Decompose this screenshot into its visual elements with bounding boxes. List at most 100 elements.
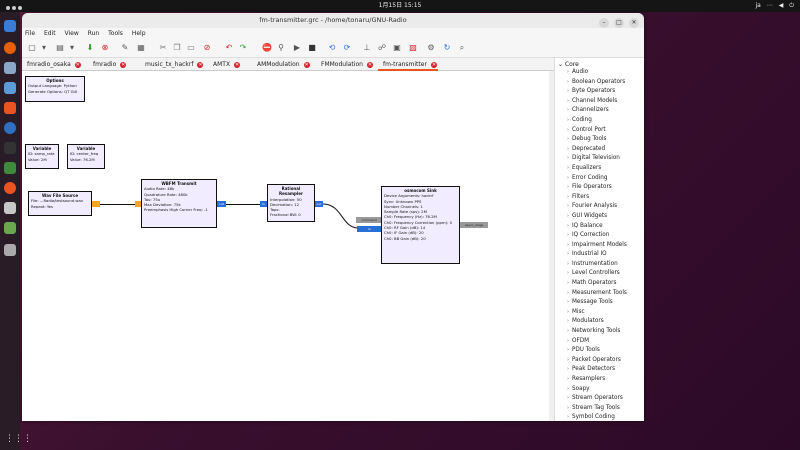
menu-edit[interactable]: Edit (43, 30, 56, 37)
tree-category-item[interactable]: ›Equalizers (555, 164, 644, 174)
connection-wire[interactable] (226, 204, 266, 205)
tree-category-item[interactable]: ›Packet Operators (555, 356, 644, 366)
clock[interactable]: 1月15日 15:15 (378, 2, 422, 9)
volume-icon[interactable]: ◀ (778, 2, 784, 9)
files-icon[interactable] (4, 62, 16, 74)
activities-button[interactable] (6, 3, 24, 15)
tree-category-item[interactable]: ›File Operators (555, 183, 644, 193)
tree-category-item[interactable]: ›Math Operators (555, 279, 644, 289)
tree-category-item[interactable]: ›IQ Balance (555, 222, 644, 232)
tree-category-item[interactable]: ›OFDM (555, 337, 644, 347)
lang-indicator[interactable]: ja (755, 2, 761, 9)
enable-icon[interactable]: ▣ (393, 43, 401, 52)
tree-category-item[interactable]: ›Level Controllers (555, 269, 644, 279)
tree-icon[interactable]: ⊥ (363, 43, 371, 52)
menu-file[interactable]: File (25, 30, 36, 37)
osmocom-sink-block[interactable]: osmocom Sink Device Arguments: hackrf Sy… (381, 186, 460, 264)
tree-category-item[interactable]: ›Instrumentation (555, 260, 644, 270)
errors-icon[interactable]: ⛔ (262, 43, 272, 52)
app-center-icon[interactable] (4, 102, 16, 114)
tab-close-icon[interactable]: ✕ (234, 61, 241, 68)
menu-run[interactable]: Run (87, 30, 100, 37)
resampler-out-port[interactable]: out (315, 201, 323, 207)
tab-close-icon[interactable]: ✕ (366, 61, 373, 68)
new-dropdown-icon[interactable]: ▾ (41, 43, 46, 52)
firefox-icon[interactable] (4, 42, 16, 54)
tab-close-icon[interactable]: ✕ (120, 61, 127, 68)
reload-icon[interactable]: ↻ (443, 43, 451, 52)
tab-ammodulation[interactable]: AMModulation✕ (252, 58, 316, 71)
paste-icon[interactable]: ▭ (187, 43, 195, 52)
canvas-scrollbar[interactable] (549, 71, 554, 421)
new-icon[interactable]: ▢ (28, 43, 36, 52)
tree-category-item[interactable]: ›Industrial IO (555, 250, 644, 260)
rotate-cw-icon[interactable]: ⟳ (343, 43, 351, 52)
wbfm-in-port[interactable] (135, 201, 141, 207)
options-block[interactable]: Options Output Language: Python Generate… (25, 76, 85, 102)
open-icon[interactable]: ▤ (56, 43, 64, 52)
connection-wire[interactable] (100, 204, 136, 205)
variable-center-freq-block[interactable]: Variable ID: center_freq Value: 76.2M (67, 144, 105, 169)
tab-music-tx-hackrf[interactable]: music_tx_hackrf✕ (140, 58, 208, 71)
tree-category-item[interactable]: ›Soapy (555, 385, 644, 395)
tree-category-item[interactable]: ›Symbol Coding (555, 413, 644, 421)
terminal-icon[interactable] (4, 142, 16, 154)
chrome-icon[interactable] (4, 20, 16, 32)
tab-fm-transmitter[interactable]: fm-transmitter✕ (378, 58, 438, 71)
menu-tools[interactable]: Tools (108, 30, 123, 37)
tree-category-item[interactable]: ›Impairment Models (555, 241, 644, 251)
tree-category-item[interactable]: ›Message Tools (555, 298, 644, 308)
tab-fmradio[interactable]: fmradio✕ (88, 58, 140, 71)
rotate-ccw-icon[interactable]: ⟲ (328, 43, 336, 52)
close-flowgraph-icon[interactable]: ⊗ (101, 43, 109, 52)
tree-category-item[interactable]: ›Modulators (555, 317, 644, 327)
tree-category-item[interactable]: ›Audio (555, 68, 644, 78)
tree-category-item[interactable]: ›Error Coding (555, 174, 644, 184)
wav-out-port[interactable] (92, 201, 100, 207)
gnuradio-icon[interactable] (4, 182, 16, 194)
tree-category-item[interactable]: ›PDU Tools (555, 346, 644, 356)
tree-category-item[interactable]: ›Deprecated (555, 145, 644, 155)
tree-category-item[interactable]: ›IQ Correction (555, 231, 644, 241)
wbfm-transmit-block[interactable]: WBFM Transmit Audio Rate: 48k Quadrature… (141, 179, 217, 228)
tree-category-item[interactable]: ›Stream Tag Tools (555, 404, 644, 414)
execute-icon[interactable]: ▶ (293, 43, 301, 52)
thunderbird-icon[interactable] (4, 82, 16, 94)
tree-category-item[interactable]: ›Control Port (555, 126, 644, 136)
undo-icon[interactable]: ↶ (225, 43, 233, 52)
text-editor-icon[interactable] (4, 202, 16, 214)
tree-category-item[interactable]: ›Coding (555, 116, 644, 126)
cut-icon[interactable]: ✂ (159, 43, 167, 52)
title-bar[interactable]: fm-transmitter.grc - /home/tonaru/GNU-Ra… (22, 13, 644, 28)
tab-amtx[interactable]: AMTX✕ (208, 58, 252, 71)
osmo-async-msgs-port[interactable]: async_msgs (460, 222, 488, 228)
bypass-icon[interactable]: ⚙ (427, 43, 435, 52)
rational-resampler-block[interactable]: Rational Resampler Interpolation: 50 Dec… (267, 184, 315, 222)
tree-category-item[interactable]: ›Channelizers (555, 106, 644, 116)
wbfm-out-port[interactable]: out (217, 201, 226, 207)
tree-category-item[interactable]: ›Debug Tools (555, 135, 644, 145)
save-icon[interactable]: ⬇ (86, 43, 94, 52)
tree-category-item[interactable]: ›Measurement Tools (555, 289, 644, 299)
system-tray[interactable]: ja ⋯ ◀ ⏻ (752, 0, 794, 12)
tree-category-item[interactable]: ›Stream Operators (555, 394, 644, 404)
osmo-command-port[interactable]: command (356, 217, 382, 223)
open-dropdown-icon[interactable]: ▾ (69, 43, 74, 52)
help-icon[interactable] (4, 122, 16, 134)
minimize-button[interactable]: – (598, 18, 609, 28)
tab-close-icon[interactable]: ✕ (303, 61, 310, 68)
tree-category-item[interactable]: ›Peak Detectors (555, 365, 644, 375)
tree-category-item[interactable]: ›Digital Television (555, 154, 644, 164)
tree-category-item[interactable]: ›Networking Tools (555, 327, 644, 337)
show-apps-icon[interactable]: ⋮⋮⋮ (5, 434, 32, 444)
close-button[interactable]: ✕ (629, 18, 639, 28)
tree-root-core[interactable]: ⌄ Core (555, 58, 644, 68)
network-icon[interactable]: ⋯ (766, 2, 773, 9)
tree-category-item[interactable]: ›Filters (555, 193, 644, 203)
drive-icon[interactable] (4, 222, 16, 234)
tree-category-item[interactable]: ›Resamplers (555, 375, 644, 385)
power-icon[interactable]: ⏻ (789, 2, 794, 9)
tree-category-item[interactable]: ›Boolean Operators (555, 78, 644, 88)
kill-icon[interactable]: ■ (308, 43, 316, 52)
properties-icon[interactable]: ✎ (121, 43, 129, 52)
